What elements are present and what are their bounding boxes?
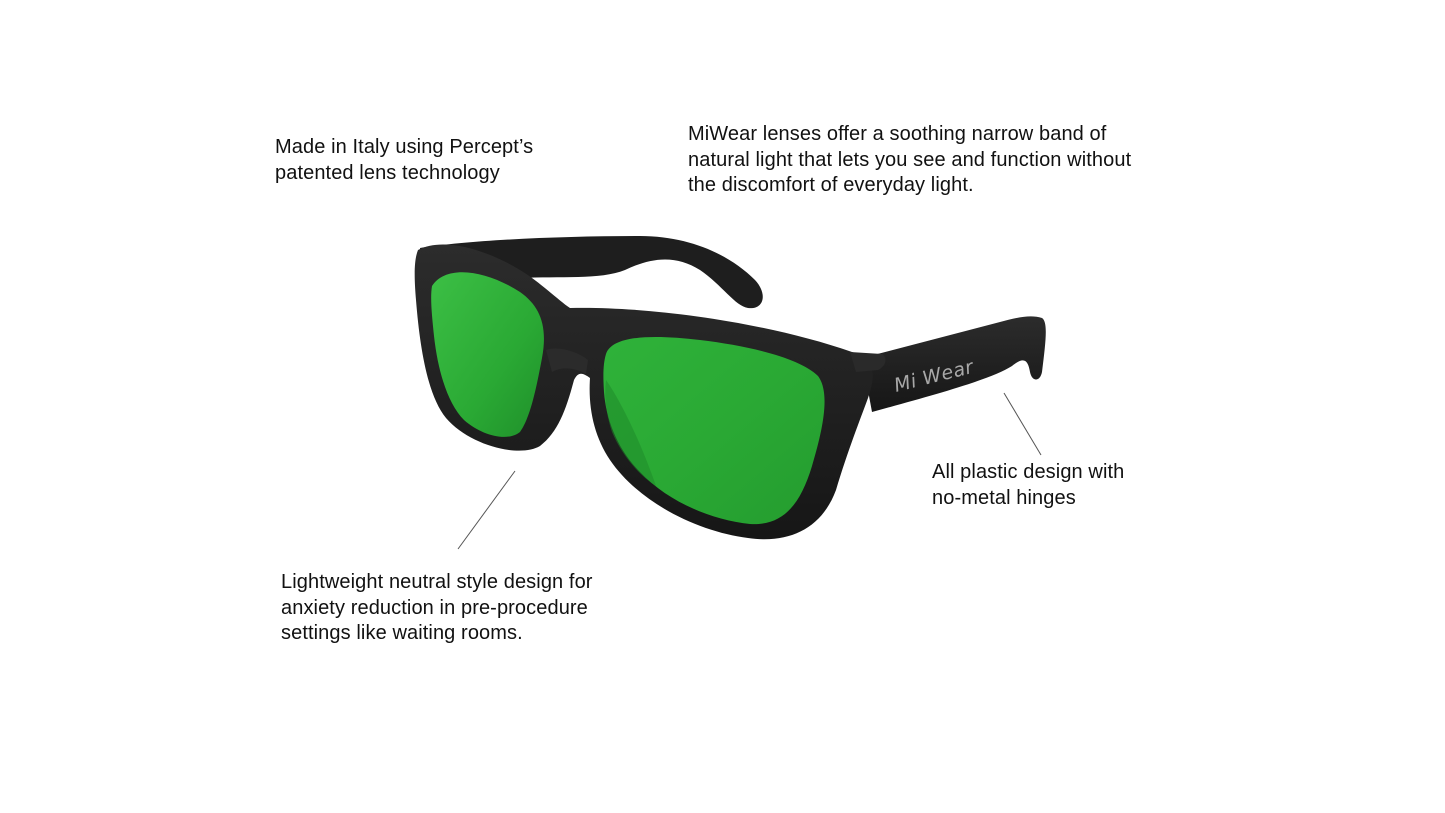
callout-line: Lightweight neutral style design for	[281, 571, 593, 593]
callout-plastic-design: All plastic design with no-metal hinges	[932, 460, 1124, 511]
callout-line: settings like waiting rooms.	[281, 622, 523, 644]
callout-line: patented lens technology	[275, 161, 500, 184]
callout-line: natural light that lets you see and func…	[688, 148, 1132, 171]
callout-lightweight-design: Lightweight neutral style design for anx…	[281, 570, 593, 647]
callout-lens-technology: MiWear lenses offer a soothing narrow ba…	[688, 122, 1131, 199]
callout-made-in-italy: Made in Italy using Percept’s patented l…	[275, 135, 533, 186]
callout-line: Made in Italy using Percept’s	[275, 136, 534, 158]
near-temple-arm	[862, 316, 1046, 412]
leader-line-lens	[457, 470, 516, 550]
bridge	[546, 348, 588, 374]
right-lens	[603, 336, 825, 525]
callout-line: anxiety reduction in pre-procedure	[281, 596, 588, 619]
leader-line-hinge	[1003, 392, 1042, 456]
callout-line: MiWear lenses offer a soothing narrow ba…	[688, 123, 1107, 145]
far-temple-arm	[420, 236, 763, 309]
right-lens-shade	[605, 380, 656, 486]
callout-line: the discomfort of everyday light.	[688, 174, 974, 196]
left-lens	[431, 272, 544, 437]
callout-line: All plastic design with	[932, 461, 1125, 483]
hinge-block	[850, 352, 886, 372]
callout-line: no-metal hinges	[932, 486, 1076, 509]
